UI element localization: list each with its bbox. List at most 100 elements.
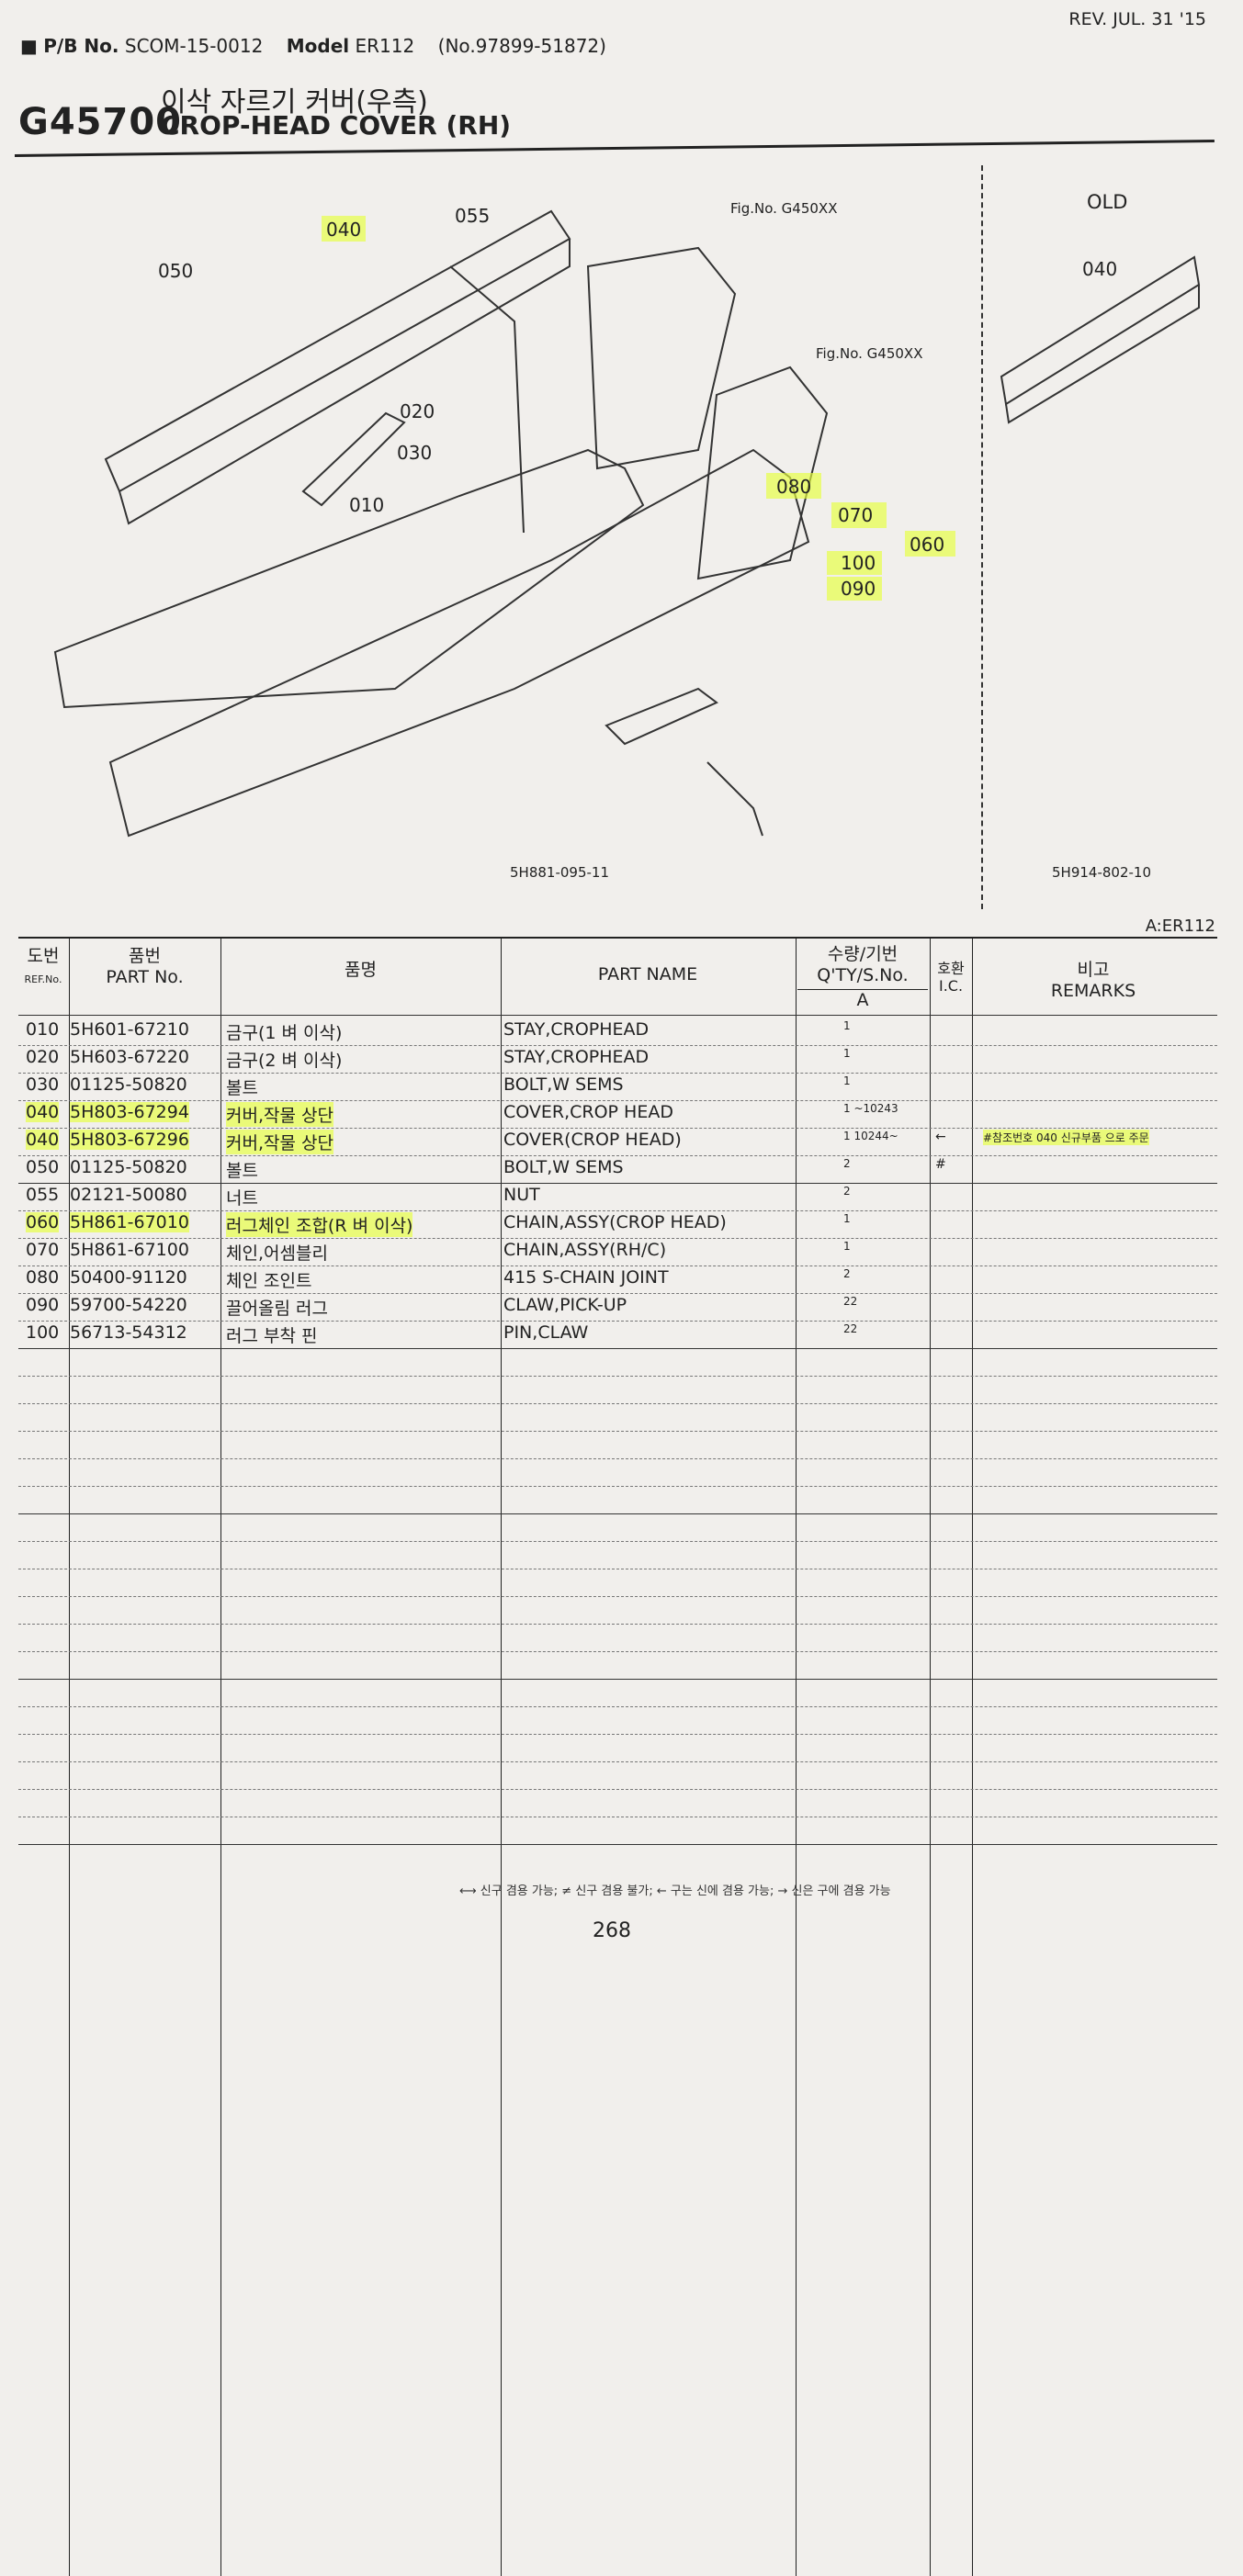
table-rule-line bbox=[18, 1128, 1217, 1129]
table-rule-line bbox=[18, 1679, 1217, 1680]
frame-lower-rail bbox=[108, 448, 810, 838]
drawing-number-old: 5H914-802-10 bbox=[1052, 864, 1151, 881]
header-bottom-rule bbox=[18, 1015, 1217, 1016]
quantity-cell: 1 bbox=[843, 1074, 851, 1087]
col-divider-qty bbox=[930, 937, 931, 2576]
header-qty-ko: 수량/기번 bbox=[827, 944, 898, 964]
pb-value: SCOM-15-0012 bbox=[124, 35, 264, 57]
header-ref: 도번 REF.No. bbox=[20, 946, 66, 988]
square-bullet-icon: ■ bbox=[20, 35, 38, 57]
table-rule-line bbox=[18, 1844, 1217, 1845]
part-number-cell: 50400-91120 bbox=[70, 1267, 187, 1288]
part-number-cell: 5H603-67220 bbox=[70, 1047, 189, 1067]
header-name-ko: 품명 bbox=[345, 960, 377, 980]
header-remarks: 비고 REMARKS bbox=[974, 960, 1213, 1002]
interchange-cell: ← bbox=[935, 1130, 946, 1144]
header-ref-en: REF.No. bbox=[24, 973, 62, 985]
part-number-cell: 02121-50080 bbox=[70, 1185, 187, 1205]
fig-ref-2: Fig.No. G450XX bbox=[816, 345, 922, 362]
ref-cell: 070 bbox=[26, 1240, 60, 1260]
table-rule-line bbox=[18, 1486, 1217, 1487]
callout-060-highlight bbox=[905, 531, 955, 557]
quantity-cell: 1 bbox=[843, 1047, 851, 1060]
callout-060: 060 bbox=[910, 534, 944, 556]
page-title-english: CROP-HEAD COVER (RH) bbox=[161, 110, 512, 141]
table-rule-line bbox=[18, 1513, 1217, 1514]
col-divider-ref bbox=[69, 937, 70, 2576]
header-qty-col-a: A bbox=[797, 988, 928, 1011]
part-number-cell: 56713-54312 bbox=[70, 1322, 187, 1343]
stay-020-shape bbox=[301, 411, 406, 507]
revision-date: REV. JUL. 31 '15 bbox=[1068, 9, 1206, 29]
callout-040: 040 bbox=[326, 219, 361, 241]
callout-050: 050 bbox=[158, 260, 193, 282]
header-part-en: PART No. bbox=[106, 966, 184, 987]
callout-090-highlight bbox=[827, 577, 882, 601]
parts-catalog-page: ■ P/B No. SCOM-15-0012 Model ER112 (No.9… bbox=[14, 9, 1217, 2576]
part-name-cell: COVER,CROP HEAD bbox=[503, 1102, 673, 1122]
name-korean-cell: 볼트 bbox=[226, 1161, 258, 1181]
part-name-cell: COVER(CROP HEAD) bbox=[503, 1130, 682, 1150]
name-korean-cell: 끌어올림 러그 bbox=[226, 1299, 328, 1319]
header-name-en: PART NAME bbox=[597, 964, 698, 984]
callout-old-040: 040 bbox=[1082, 258, 1117, 280]
old-cover-040-edge bbox=[1005, 285, 1200, 424]
header-part-ko: 품번 bbox=[129, 946, 161, 966]
part-name-cell: CHAIN,ASSY(RH/C) bbox=[503, 1240, 667, 1260]
interchange-cell: # bbox=[935, 1157, 946, 1172]
name-korean-cell: 볼트 bbox=[226, 1078, 258, 1098]
quantity-cell: 1 ~10243 bbox=[843, 1102, 898, 1115]
claw-090-shape bbox=[706, 761, 763, 837]
quantity-cell: 2 bbox=[843, 1185, 851, 1198]
table-rule-line bbox=[18, 1789, 1217, 1790]
lug-chain-shape bbox=[605, 687, 718, 746]
model-label: Model bbox=[286, 35, 350, 57]
callout-070-highlight bbox=[831, 502, 887, 528]
header-ic: 호환 I.C. bbox=[932, 960, 970, 995]
table-rule-line bbox=[18, 1073, 1217, 1074]
table-rule-line bbox=[18, 1348, 1217, 1349]
ref-cell: 040 bbox=[26, 1102, 60, 1122]
name-korean-cell: 금구(2 벼 이삭) bbox=[226, 1051, 343, 1071]
callout-055: 055 bbox=[455, 205, 490, 227]
part-number-cell: 5H861-67010 bbox=[70, 1212, 189, 1232]
table-rule-line bbox=[18, 1210, 1217, 1211]
header-remarks-en: REMARKS bbox=[1050, 980, 1136, 1001]
table-top-rule bbox=[18, 937, 1217, 939]
catalog-header-line: ■ P/B No. SCOM-15-0012 Model ER112 (No.9… bbox=[20, 35, 606, 57]
col-divider-name-ko bbox=[501, 937, 502, 2576]
header-qty-en: Q'TY/S.No. bbox=[817, 964, 909, 985]
serial-range: (No.97899-51872) bbox=[437, 35, 606, 57]
callout-040-highlight bbox=[322, 216, 366, 242]
table-rule-line bbox=[18, 1183, 1217, 1184]
old-section-label: OLD bbox=[1087, 191, 1128, 213]
table-rule-line bbox=[18, 1431, 1217, 1432]
table-rule-line bbox=[18, 1458, 1217, 1459]
ref-cell: 030 bbox=[26, 1074, 60, 1095]
part-name-cell: STAY,CROPHEAD bbox=[503, 1019, 650, 1040]
quantity-cell: 1 bbox=[843, 1019, 851, 1032]
callout-010: 010 bbox=[349, 494, 384, 516]
old-section-divider bbox=[981, 165, 983, 909]
name-korean-cell: 금구(1 벼 이삭) bbox=[226, 1023, 343, 1043]
part-number-cell: 5H803-67296 bbox=[70, 1130, 189, 1150]
part-number-cell: 59700-54220 bbox=[70, 1295, 187, 1315]
callout-100-highlight bbox=[827, 551, 882, 575]
col-divider-ic bbox=[972, 937, 973, 2576]
fig-ref-1: Fig.No. G450XX bbox=[730, 200, 837, 217]
part-name-cell: NUT bbox=[503, 1185, 540, 1205]
callout-080-highlight bbox=[766, 473, 821, 499]
callout-090: 090 bbox=[841, 578, 876, 600]
ref-cell: 060 bbox=[26, 1212, 60, 1232]
part-number-cell: 01125-50820 bbox=[70, 1074, 187, 1095]
header-part-no: 품번 PART No. bbox=[73, 946, 216, 988]
callout-020: 020 bbox=[400, 400, 435, 422]
name-korean-cell: 커버,작물 상단 bbox=[226, 1102, 333, 1127]
table-rule-line bbox=[18, 1706, 1217, 1707]
ref-cell: 090 bbox=[26, 1295, 60, 1315]
quantity-cell: 1 10244~ bbox=[843, 1130, 898, 1142]
part-cover-040-edge bbox=[119, 239, 571, 525]
side-plate-left bbox=[586, 246, 737, 470]
ref-cell: 080 bbox=[26, 1267, 60, 1288]
page-title-korean: 이삭 자르기 커버(우측) bbox=[161, 86, 428, 118]
